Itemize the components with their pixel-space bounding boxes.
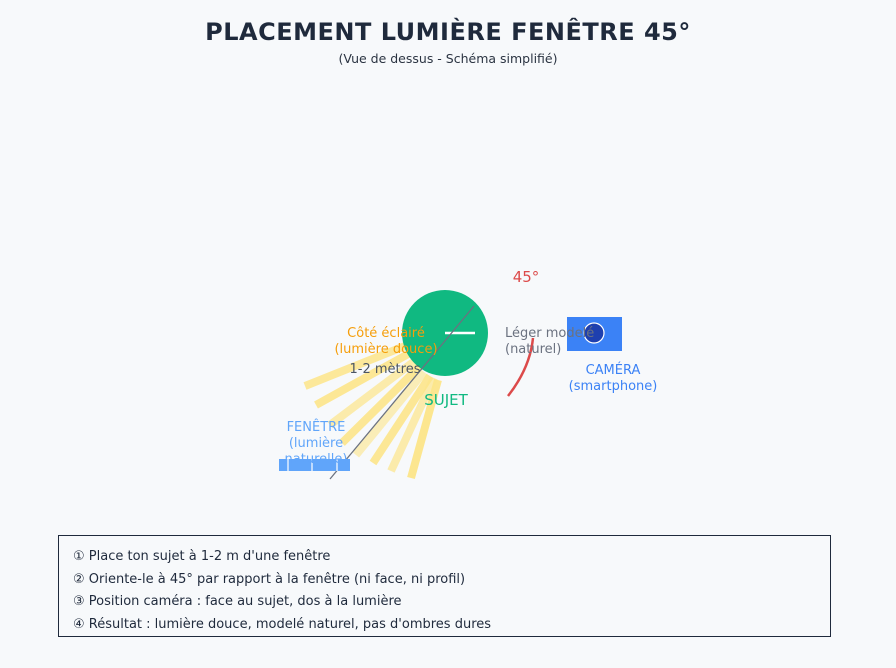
lit-side-label: Côté éclairé (lumière douce): [334, 326, 437, 358]
camera-label-line-1: CAMÉRA: [585, 363, 641, 378]
angle-arc: [507, 337, 535, 397]
page-title: PLACEMENT LUMIÈRE FENÊTRE 45°: [205, 18, 691, 46]
light-rays: [303, 342, 442, 480]
instruction-step-2: ② Oriente-le à 45° par rapport à la fenê…: [73, 571, 466, 587]
camera-label-line-2: (smartphone): [568, 379, 658, 394]
shadow-side-line-2: (naturel): [505, 342, 562, 357]
shadow-side-label: Léger modelé (naturel): [505, 326, 594, 358]
distance-line: [329, 305, 475, 480]
light-ray: [339, 363, 423, 446]
window-label: FENÊTRE (lumière naturelle): [285, 420, 348, 468]
distance-label: 1-2 mètres: [349, 362, 421, 377]
shadow-side-line-1: Léger modelé: [505, 326, 595, 341]
instruction-step-4: ④ Résultat : lumière douce, modelé natur…: [73, 616, 492, 632]
angle-label: 45°: [512, 268, 540, 286]
camera-icon[interactable]: [567, 317, 622, 351]
light-ray: [352, 369, 428, 458]
light-ray: [387, 376, 438, 473]
light-ray: [327, 356, 419, 429]
window-label-line-2: (lumière: [288, 436, 344, 451]
lit-side-line-1: Côté éclairé: [347, 326, 425, 341]
window-label-line-3: naturelle): [284, 452, 348, 467]
lit-side-line-2: (lumière douce): [334, 342, 438, 357]
light-ray: [407, 378, 442, 480]
window-label-line-1: FENÊTRE: [286, 420, 346, 435]
instruction-step-3: ③ Position caméra : face au sujet, dos à…: [73, 594, 402, 609]
light-ray: [314, 349, 412, 409]
page-subtitle: (Vue de dessus - Schéma simplifié): [338, 51, 558, 66]
light-ray: [303, 342, 407, 390]
subject-label: SUJET: [424, 391, 468, 409]
camera-label: CAMÉRA (smartphone): [569, 363, 658, 395]
instructions-box: ① Place ton sujet à 1-2 m d'une fenêtre …: [58, 535, 831, 637]
window-icon: [279, 459, 350, 471]
light-ray: [369, 373, 434, 466]
instruction-step-1: ① Place ton sujet à 1-2 m d'une fenêtre: [73, 549, 331, 564]
